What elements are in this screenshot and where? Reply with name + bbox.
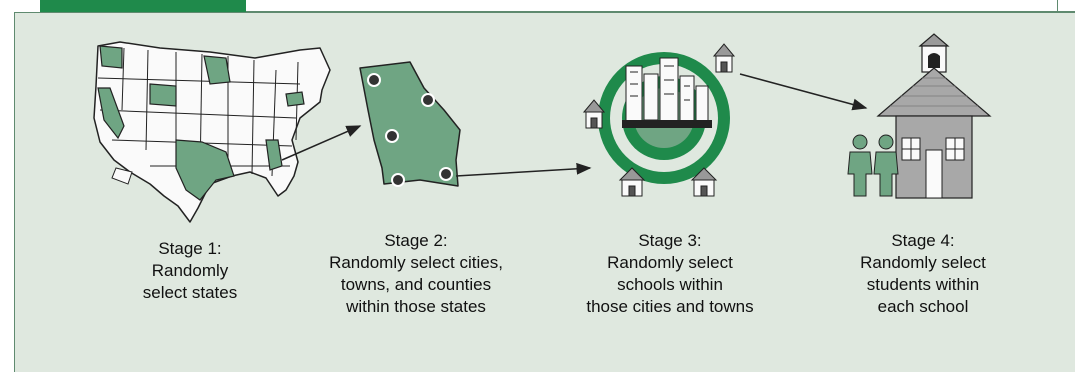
us-map-icon bbox=[93, 41, 331, 223]
top-divider bbox=[246, 11, 1075, 12]
students-icon bbox=[847, 134, 899, 197]
stage-1-caption: Stage 1: Randomly select states bbox=[120, 238, 260, 304]
flow-arrows bbox=[281, 73, 868, 177]
stage-4-line-2: students within bbox=[866, 275, 980, 294]
stage-2-line-1: Randomly select cities, bbox=[329, 253, 503, 272]
stage-1-title: Stage 1: bbox=[158, 239, 222, 258]
city-target-icon bbox=[598, 52, 730, 184]
schoolhouse-icon bbox=[876, 33, 992, 199]
stage-3-line-3: those cities and towns bbox=[586, 297, 754, 316]
stage-3-caption: Stage 3: Randomly select schools within … bbox=[560, 230, 780, 318]
location-markers bbox=[367, 73, 453, 187]
stage-3-title: Stage 3: bbox=[638, 231, 702, 250]
stage-2-title: Stage 2: bbox=[384, 231, 448, 250]
stage-4-line-3: each school bbox=[877, 297, 969, 316]
stage-2-line-3: within those states bbox=[346, 297, 486, 316]
stage-4-caption: Stage 4: Randomly select students within… bbox=[828, 230, 1018, 318]
header-tab bbox=[40, 0, 246, 12]
stage-4-line-1: Randomly select bbox=[860, 253, 986, 272]
stage-1-line-2: select states bbox=[142, 283, 238, 302]
stage-1-line-1: Randomly bbox=[151, 261, 229, 280]
stage-2-line-2: towns, and counties bbox=[340, 275, 492, 294]
small-schoolhouse-icon bbox=[582, 43, 736, 197]
stage-4-title: Stage 4: bbox=[891, 231, 955, 250]
georgia-map-icon bbox=[359, 61, 461, 187]
stage-3-line-2: schools within bbox=[617, 275, 723, 294]
stage-2-caption: Stage 2: Randomly select cities, towns, … bbox=[296, 230, 536, 318]
stage-3-line-1: Randomly select bbox=[607, 253, 733, 272]
right-divider bbox=[1057, 0, 1058, 12]
